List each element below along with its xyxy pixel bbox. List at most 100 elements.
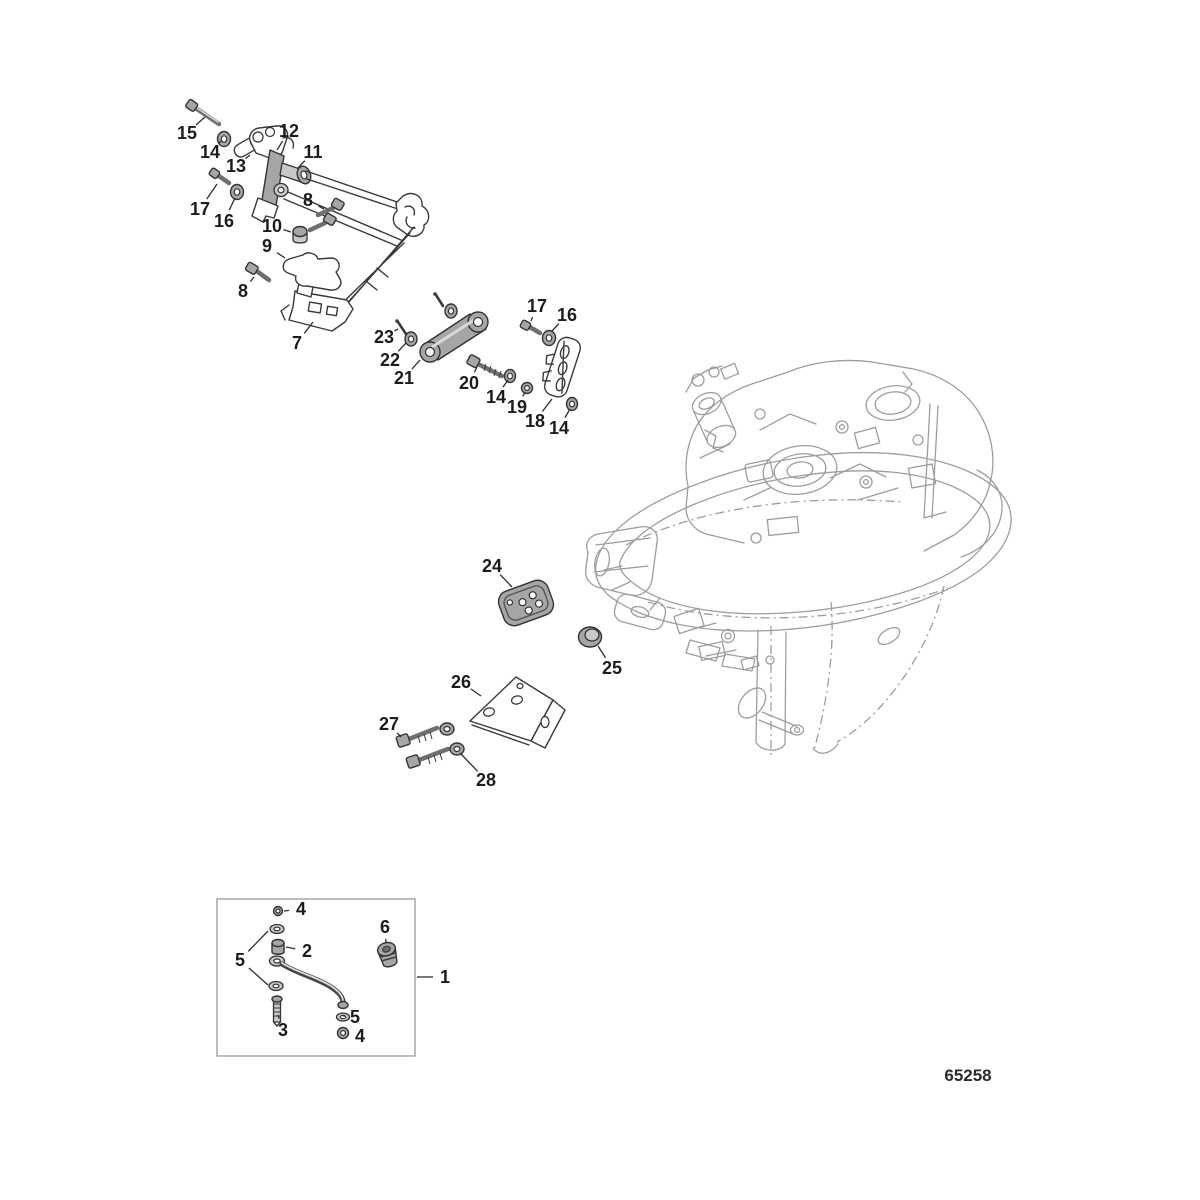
part-callout-label: 23 xyxy=(374,327,394,347)
part-callout-label: 28 xyxy=(476,770,496,790)
leader-line xyxy=(522,391,526,397)
leader-line xyxy=(248,967,269,986)
leader-line xyxy=(597,645,607,659)
part-5-washer-left-top xyxy=(269,923,285,935)
part-9-plate xyxy=(282,252,342,291)
leader-line xyxy=(283,228,292,233)
part-15-bolt xyxy=(185,98,222,127)
leader-line xyxy=(396,732,402,738)
part-18-bracket xyxy=(542,336,582,398)
upper-linkage-cluster xyxy=(185,98,430,332)
mount-cluster xyxy=(395,579,603,769)
part-callout-label: 7 xyxy=(292,333,302,353)
leader-lines xyxy=(195,116,607,1035)
part-callout-label: 14 xyxy=(200,142,220,162)
part-17-screw xyxy=(208,167,232,186)
part-callout-label: 6 xyxy=(380,917,390,937)
part-21-link-arm xyxy=(419,311,489,363)
part-8-bolts xyxy=(244,197,345,283)
part-callout-label: 21 xyxy=(394,368,414,388)
part-callout-label: 5 xyxy=(350,1007,360,1027)
part-5-washer-right xyxy=(335,1012,351,1022)
part-callout-label: 4 xyxy=(355,1026,365,1046)
leader-line xyxy=(283,909,290,912)
leader-line xyxy=(249,276,255,282)
leader-line xyxy=(297,160,306,169)
part-callout-label: 14 xyxy=(549,418,569,438)
part-callout-label: 1 xyxy=(440,967,450,987)
leader-line xyxy=(276,252,286,259)
leader-line xyxy=(502,379,509,388)
leader-line xyxy=(247,930,269,952)
throttle-rods xyxy=(283,170,411,247)
leader-line xyxy=(228,197,236,211)
part-5-washer-left-bottom xyxy=(268,980,284,992)
middle-link-cluster xyxy=(395,292,582,412)
part-6-grommet xyxy=(376,941,398,968)
leader-line xyxy=(195,116,206,126)
part-28-washers xyxy=(439,722,465,756)
part-callout-label: 24 xyxy=(482,556,502,576)
part-callout-label: 20 xyxy=(459,373,479,393)
part-16-washer-mid xyxy=(541,329,557,347)
leader-line xyxy=(218,140,222,144)
leader-line xyxy=(499,574,513,588)
part-10-cap xyxy=(292,225,308,244)
part-callout-label: 15 xyxy=(177,123,197,143)
part-callout-label: 4 xyxy=(296,899,306,919)
leader-line xyxy=(285,946,296,950)
part-callout-label: 27 xyxy=(379,714,399,734)
part-callout-label: 2 xyxy=(302,941,312,961)
part-callout-label: 5 xyxy=(235,950,245,970)
leader-line xyxy=(564,408,571,418)
part-25-grommet xyxy=(577,626,603,648)
outboard-engine-illustration xyxy=(584,359,1012,755)
part-callout-label: 18 xyxy=(525,411,545,431)
part-24-plate xyxy=(497,579,555,627)
part-19-nut xyxy=(520,381,534,395)
part-callout-label: 8 xyxy=(238,281,248,301)
part-1-link-rod xyxy=(279,961,349,1010)
leader-line xyxy=(530,316,534,322)
leader-line xyxy=(397,342,407,352)
leader-line xyxy=(459,752,479,772)
part-26-bracket xyxy=(469,676,566,749)
leader-line xyxy=(411,359,421,370)
part-callout-label: 17 xyxy=(527,296,547,316)
part-12-bracket xyxy=(248,125,295,159)
part-27-bolts xyxy=(395,725,451,769)
part-callout-label: 14 xyxy=(486,387,506,407)
part-14-washer-mid xyxy=(503,368,579,412)
part-callout-label: 13 xyxy=(226,156,246,176)
part-callout-label: 26 xyxy=(451,672,471,692)
kit-boundary-box xyxy=(216,898,416,1057)
leader-line xyxy=(276,140,284,151)
leader-line xyxy=(473,366,478,373)
part-callout-label: 17 xyxy=(190,199,210,219)
part-4-nut-bottom xyxy=(336,1026,350,1040)
part-7-bracket xyxy=(280,192,430,332)
part-callout-label: 16 xyxy=(557,305,577,325)
leader-line xyxy=(245,154,251,160)
link-kit-box xyxy=(216,898,416,1057)
part-callout-label: 12 xyxy=(279,121,299,141)
part-callout-label: 22 xyxy=(380,350,400,370)
part-23-pin xyxy=(395,292,445,336)
part-callout-label: 19 xyxy=(507,397,527,417)
sheet-number: 65258 xyxy=(944,1066,991,1085)
part-4-nut-top xyxy=(272,905,284,917)
part-17-screw-mid xyxy=(519,319,543,336)
leader-line xyxy=(303,321,314,334)
leader-line xyxy=(541,398,553,412)
leader-line xyxy=(470,688,482,697)
part-22-washer xyxy=(404,303,458,347)
part-14-washer xyxy=(216,130,232,148)
part-3-bolt xyxy=(271,995,283,1027)
leader-line xyxy=(206,183,218,200)
part-callout-label: 11 xyxy=(303,142,322,162)
leader-line xyxy=(394,328,399,332)
part-16-washer xyxy=(229,183,245,201)
part-20-bolt xyxy=(466,354,505,379)
